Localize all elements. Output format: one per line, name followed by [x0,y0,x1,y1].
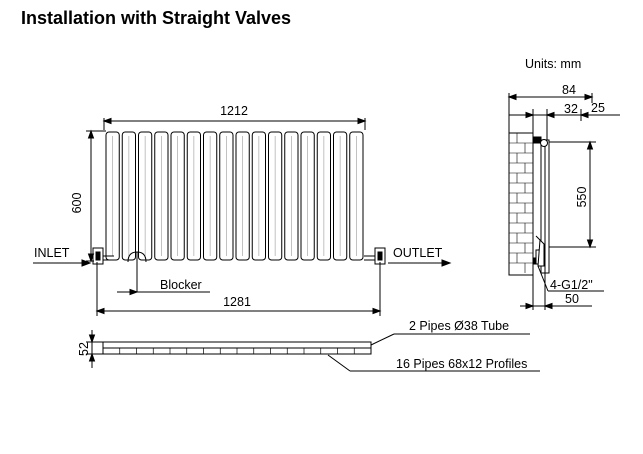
tube-label: 2 Pipes Ø38 Tube [409,319,509,333]
outlet-arrow [388,259,452,267]
side-dimension-32: 32 [564,102,578,116]
units-label: Units: mm [525,57,581,71]
top-view-profiles [102,348,372,354]
overall-width-dimension: 1281 [223,295,251,309]
overall-width-dimension-line [95,262,382,316]
side-view: Units: mm 84 [507,57,620,310]
blocker-symbol [127,251,147,268]
page-title: Installation with Straight Valves [21,8,292,28]
tube-leader [370,333,530,346]
blocker-leader [117,268,210,296]
dim-32-25-line [509,109,620,140]
width-dimension: 1212 [220,104,248,118]
inlet-arrow [33,259,92,267]
side-dimension-84: 84 [562,83,576,97]
front-view: INLET OUTLET 1212 600 [33,104,452,316]
thread-label: 4-G1/2" [550,278,593,292]
height-dimension-line [86,129,106,263]
profiles-leader [327,354,540,372]
top-view: 52 2 Pipes Ø38 Tube 16 Pipes 68x12 Profi… [77,319,540,372]
side-valve [535,235,545,267]
profiles-label: 16 Pipes 68x12 Profiles [396,357,527,371]
blocker-label: Blocker [160,278,202,292]
depth-dimension: 52 [77,342,91,356]
depth-dimension-line [86,330,103,368]
side-dimension-550: 550 [575,187,589,208]
outlet-valve [364,247,386,265]
dim-84-line [507,93,594,133]
thread-leader [537,265,604,292]
height-dimension: 600 [70,193,84,214]
wall [508,132,534,276]
dim-550-line [549,140,596,249]
dim-50-line [520,273,592,310]
width-dimension-line [102,117,367,130]
outlet-label: OUTLET [393,246,443,260]
side-dimension-50: 50 [565,292,579,306]
radiator-profiles [105,131,364,261]
side-dimension-25: 25 [591,101,605,115]
inlet-label: INLET [34,246,70,260]
wall-bricks [509,132,533,273]
top-bracket [532,136,548,147]
